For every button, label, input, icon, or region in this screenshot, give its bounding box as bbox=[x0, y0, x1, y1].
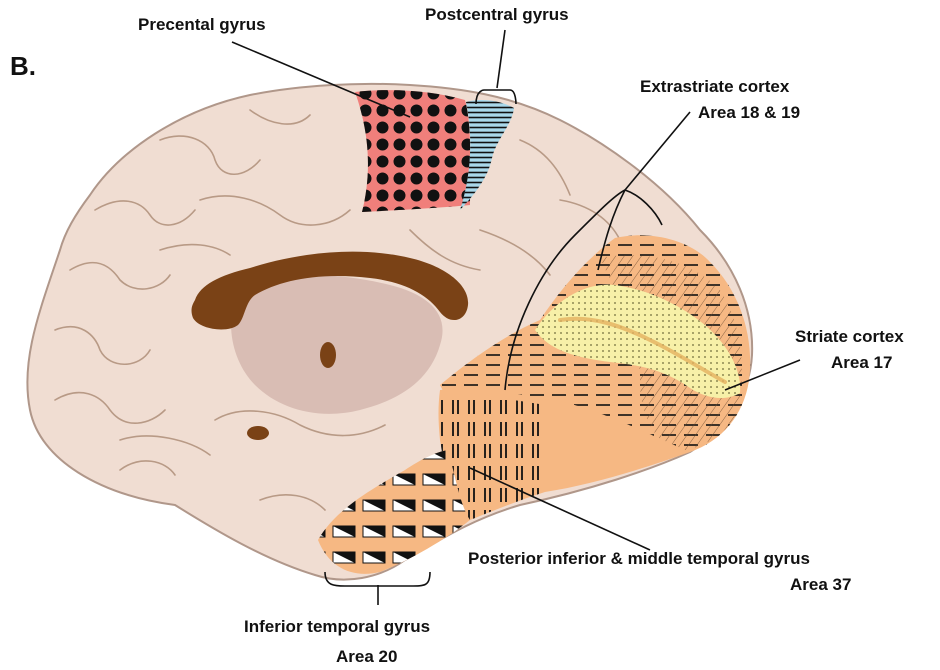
striate-title: Striate cortex bbox=[795, 327, 904, 346]
area20-title: Inferior temporal gyrus bbox=[244, 617, 430, 636]
leader-lines bbox=[231, 29, 801, 605]
panel-label: B. bbox=[10, 51, 36, 81]
precentral-label: Precental gyrus bbox=[138, 15, 266, 34]
postcentral-label: Postcentral gyrus bbox=[425, 5, 569, 24]
area20-area: Area 20 bbox=[336, 647, 397, 666]
commissure-spot bbox=[247, 426, 269, 440]
area20-region bbox=[318, 450, 470, 574]
postcentral-region bbox=[460, 100, 514, 210]
fornix-spot bbox=[320, 342, 336, 368]
extrastriate-area: Area 18 & 19 bbox=[698, 103, 800, 122]
precentral-region bbox=[355, 90, 471, 212]
extrastriate-title: Extrastriate cortex bbox=[640, 77, 790, 96]
area37-area: Area 37 bbox=[790, 575, 851, 594]
area37-region bbox=[438, 388, 690, 520]
striate-region bbox=[535, 284, 741, 399]
corpus-callosum bbox=[191, 251, 469, 330]
area37-title: Posterior inferior & middle temporal gyr… bbox=[468, 549, 810, 568]
thalamus-region bbox=[231, 275, 443, 414]
striate-area: Area 17 bbox=[831, 353, 892, 372]
gyri-lines bbox=[54, 109, 621, 511]
